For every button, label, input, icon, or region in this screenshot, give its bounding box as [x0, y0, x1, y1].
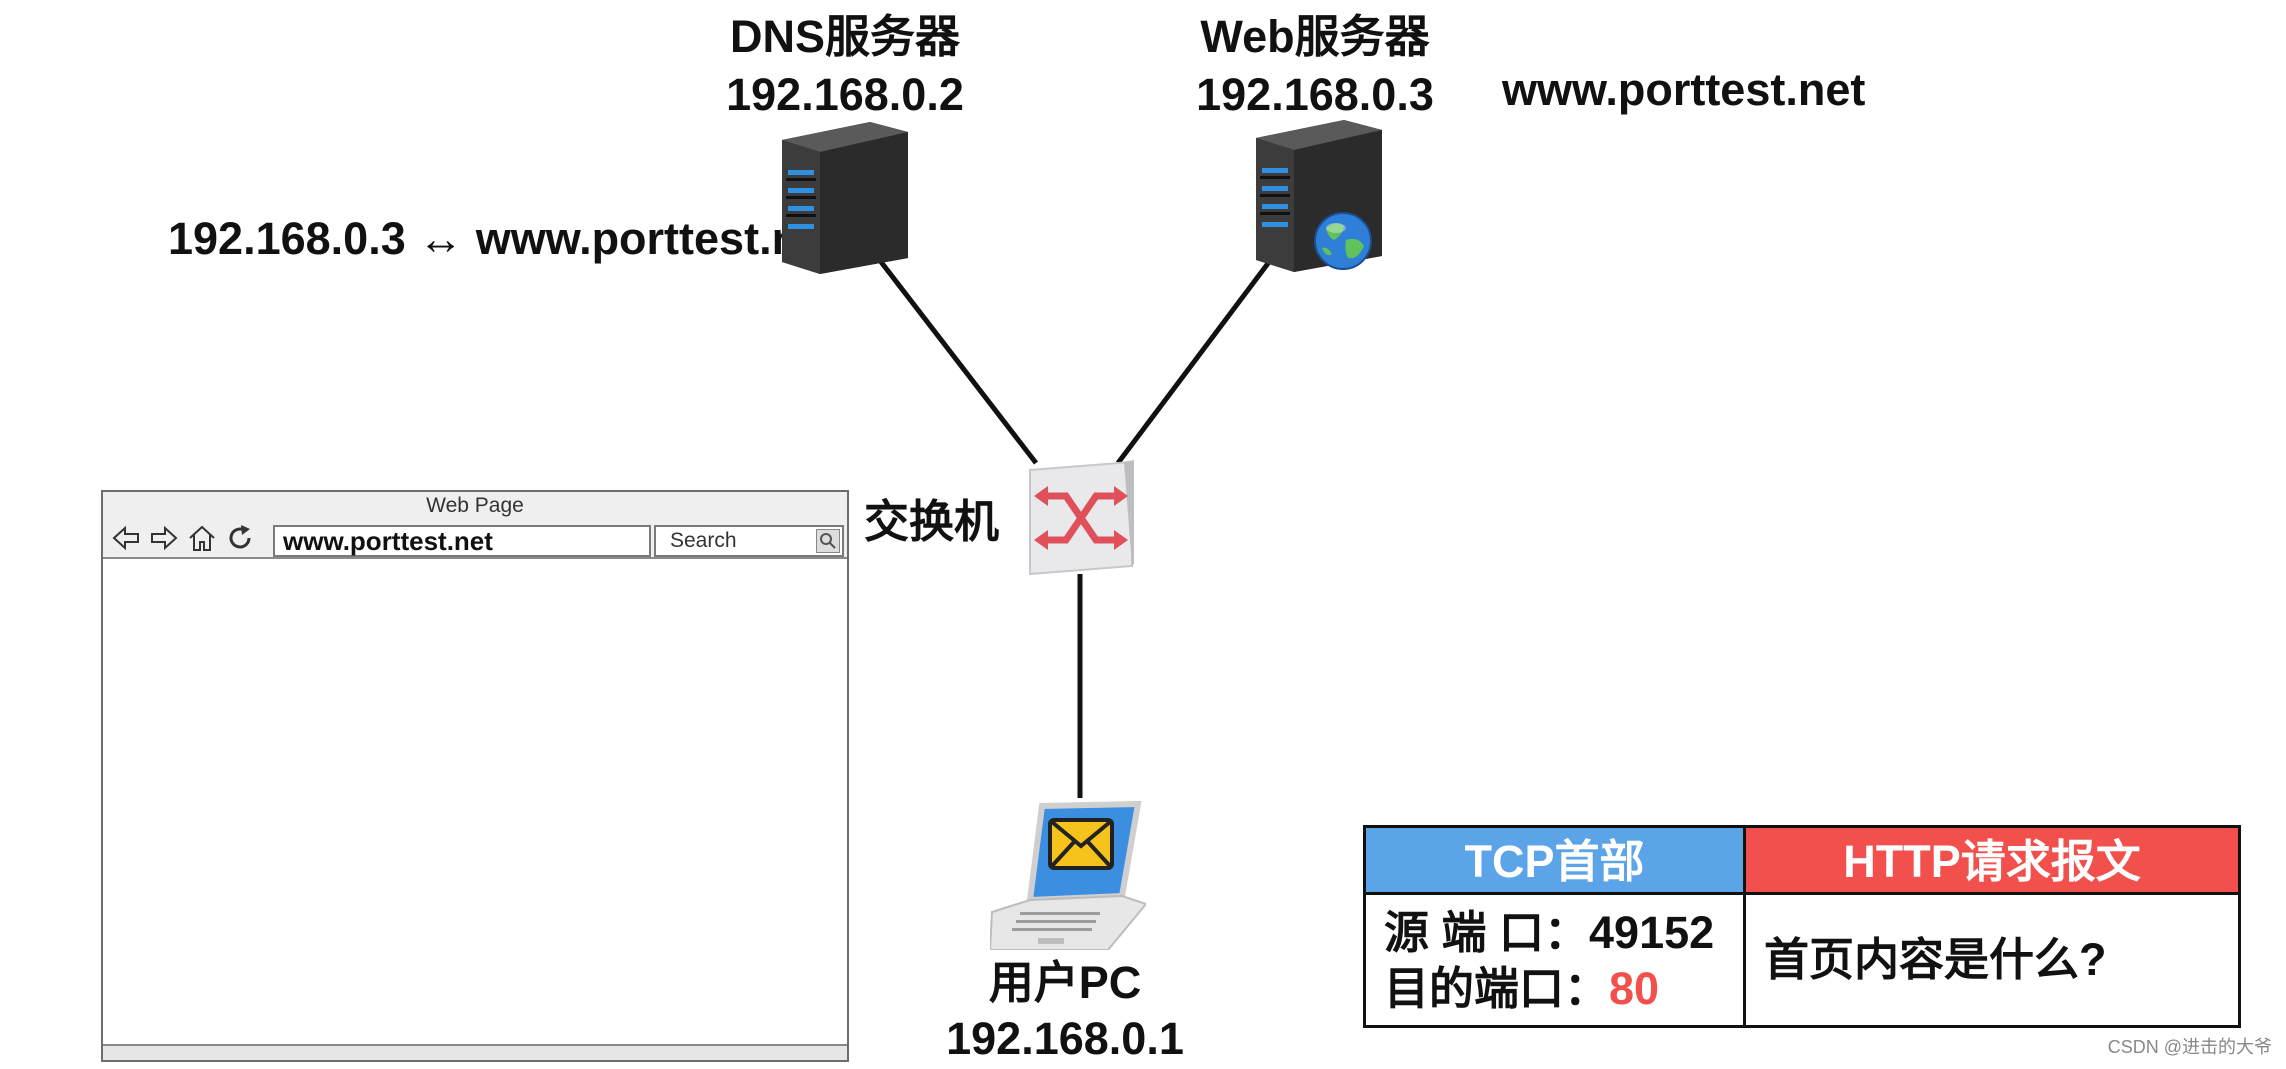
- envelope-icon: [1048, 818, 1114, 870]
- web-server-ip: 192.168.0.3: [1196, 69, 1434, 120]
- globe-icon: [1314, 212, 1372, 270]
- pc-name: 用户PC: [988, 957, 1142, 1008]
- http-header-title: HTTP请求报文: [1746, 828, 2238, 895]
- dst-port-label: 目的端口：: [1384, 963, 1610, 1014]
- back-arrow-icon[interactable]: [111, 523, 141, 553]
- src-port-value: 49152: [1589, 907, 1715, 958]
- src-port-row: 源 端 口：49152: [1384, 905, 1743, 961]
- watermark: CSDN @进击的大爷: [2107, 1037, 2272, 1057]
- pc-ip: 192.168.0.1: [946, 1013, 1184, 1064]
- packet-header-table: TCP首部 HTTP请求报文 源 端 口：49152 目的端口：80 首页内容是…: [1363, 825, 2241, 1028]
- search-placeholder: Search: [670, 529, 737, 552]
- dns-server-ip: 192.168.0.2: [726, 69, 964, 120]
- web-server-domain: www.porttest.net: [1502, 64, 1866, 115]
- switch-icon: [1029, 460, 1134, 576]
- src-port-label: 源 端 口：: [1384, 907, 1590, 958]
- web-server-name: Web服务器: [1200, 11, 1430, 62]
- dns-server-name: DNS服务器: [729, 11, 960, 62]
- dns-mapping-record: 192.168.0.3 ↔ www.porttest.net: [168, 213, 840, 264]
- browser-window: Web Page www.porttest.net Search: [101, 490, 849, 1062]
- forward-arrow-icon[interactable]: [149, 523, 179, 553]
- tcp-header-title: TCP首部: [1366, 828, 1746, 895]
- home-icon[interactable]: [187, 523, 217, 553]
- browser-title: Web Page: [103, 492, 847, 519]
- link-dns-switch: [866, 243, 1038, 465]
- magnifier-icon[interactable]: [816, 529, 840, 553]
- switch-label: 交换机: [864, 496, 1000, 547]
- browser-toolbar: www.porttest.net Search: [103, 519, 847, 559]
- browser-status-bar: [103, 1044, 847, 1060]
- refresh-icon[interactable]: [225, 523, 255, 553]
- dst-port-value: 80: [1609, 963, 1660, 1014]
- server-icon: [782, 122, 908, 274]
- http-request-body: 首页内容是什么?: [1764, 934, 2107, 985]
- link-web-switch: [1116, 256, 1274, 465]
- address-bar[interactable]: www.porttest.net: [273, 525, 651, 557]
- tcp-header-ports: 源 端 口：49152 目的端口：80: [1366, 895, 1746, 1025]
- search-field[interactable]: Search: [654, 525, 844, 557]
- dst-port-row: 目的端口：80: [1384, 961, 1743, 1017]
